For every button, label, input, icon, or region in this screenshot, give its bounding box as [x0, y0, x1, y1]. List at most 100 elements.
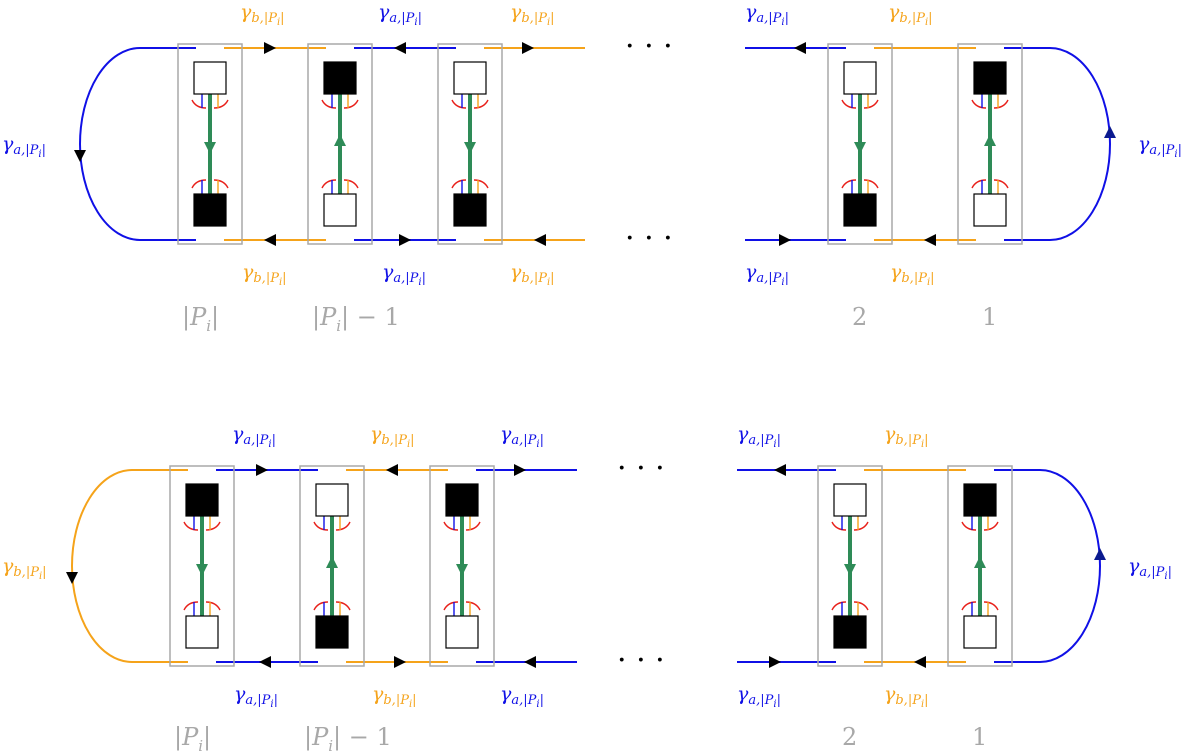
connector-red-right: [343, 179, 359, 189]
square-white: [445, 615, 479, 649]
connector-red-left: [191, 99, 207, 109]
top-row-right-loop: [1004, 47, 1111, 241]
top-row-top-arrow-0: [264, 42, 276, 54]
gadget-box: [177, 43, 243, 245]
bottom-row-top-arrow-1: [386, 464, 398, 476]
connector-red-left: [971, 179, 987, 189]
bottom-row-gamma-label-8: γb,|Pi|: [372, 683, 417, 710]
connector-red-right: [205, 601, 221, 611]
square-black: [963, 483, 997, 517]
square-black: [185, 483, 219, 517]
green-arrowhead: [844, 564, 856, 576]
green-arrowhead: [334, 134, 346, 146]
connector-red-right: [473, 99, 489, 109]
square-black: [453, 193, 487, 227]
bottom-row-index-pi-minus-1: |Pi| − 1: [304, 723, 392, 755]
square-white: [963, 615, 997, 649]
green-arrowhead: [204, 142, 216, 154]
bottom-row-gamma-label-10: γa,|Pi|: [737, 683, 781, 710]
connector-red-right: [853, 521, 869, 531]
bottom-row-bot-arrow-3: [769, 656, 781, 668]
bottom-row-gamma-label-0: γa,|Pi|: [232, 423, 276, 450]
connector-red-left: [451, 179, 467, 189]
top-row-gamma-label-3: γa,|Pi|: [745, 1, 789, 28]
top-row-gamma-label-11: γb,|Pi|: [890, 261, 935, 288]
top-row-gamma-label-8: γa,|Pi|: [382, 261, 426, 288]
top-row-bot-arrow-1: [399, 234, 411, 246]
connector-red-left: [841, 99, 857, 109]
bottom-row-right-loop-arrow: [1094, 548, 1106, 560]
gadget-box: [299, 465, 365, 667]
green-arrowhead: [984, 134, 996, 146]
gadget-box: [429, 465, 495, 667]
top-row-gamma-label-5: γa,|Pi|: [2, 133, 46, 160]
square-white: [453, 61, 487, 95]
square-black: [973, 61, 1007, 95]
top-row-gadget-L2: [437, 43, 503, 245]
square-white: [843, 61, 877, 95]
connector-red-left: [961, 601, 977, 611]
connector-red-left: [313, 521, 329, 531]
square-black: [193, 193, 227, 227]
bottom-row-gamma-label-1: γb,|Pi|: [370, 423, 415, 450]
connector-red-left: [971, 99, 987, 109]
gadget-box: [827, 43, 893, 245]
connector-red-right: [863, 179, 879, 189]
top-row-bot-arrow-3: [779, 234, 791, 246]
connector-red-right: [983, 521, 999, 531]
bottom-row-top-arrow-0: [256, 464, 268, 476]
top-row-gadget-L1: [307, 43, 373, 245]
top-row-top-arrow-3: [794, 42, 806, 54]
top-row-gadget-L0: [177, 43, 243, 245]
green-arrowhead: [974, 556, 986, 568]
connector-red-right: [213, 99, 229, 109]
square-black: [833, 615, 867, 649]
connector-red-left: [313, 601, 329, 611]
top-row-gamma-label-6: γa,|Pi|: [1138, 133, 1182, 160]
bottom-row-bot-arrow-2: [524, 656, 536, 668]
gadget-box: [957, 43, 1023, 245]
bottom-row-top-arrow-2: [514, 464, 526, 476]
top-row-ellipsis-1: · · ·: [625, 221, 673, 256]
top-row-ellipsis-0: · · ·: [625, 29, 673, 64]
green-arrowhead: [854, 142, 866, 154]
bottom-row-right-loop: [994, 469, 1101, 663]
connector-red-left: [443, 601, 459, 611]
top-row-gamma-label-9: γb,|Pi|: [510, 261, 555, 288]
top-row-bot-arrow-4: [924, 234, 936, 246]
top-row-top-arrow-2: [522, 42, 534, 54]
bottom-row-gamma-label-2: γa,|Pi|: [500, 423, 544, 450]
bottom-row-bot-arrow-0: [259, 656, 271, 668]
gadget-box: [437, 43, 503, 245]
square-black: [445, 483, 479, 517]
top-row-gamma-label-10: γa,|Pi|: [745, 261, 789, 288]
square-white: [185, 615, 219, 649]
connector-red-left: [321, 179, 337, 189]
square-white: [323, 193, 357, 227]
top-row-top-arrow-1: [394, 42, 406, 54]
top-row-gamma-label-2: γb,|Pi|: [510, 1, 555, 28]
connector-red-right: [213, 179, 229, 189]
bottom-row-gadget-L2: [429, 465, 495, 667]
connector-red-right: [343, 99, 359, 109]
connector-red-right: [205, 521, 221, 531]
connector-red-right: [853, 601, 869, 611]
bottom-row-index-pi: |Pi|: [174, 723, 211, 755]
bottom-row-ellipsis-1: · · ·: [617, 643, 665, 678]
connector-red-right: [473, 179, 489, 189]
connector-red-right: [335, 601, 351, 611]
top-row-index-pi-minus-1: |Pi| − 1: [312, 303, 400, 335]
connector-red-right: [465, 601, 481, 611]
connector-red-right: [335, 521, 351, 531]
connector-red-right: [993, 179, 1009, 189]
gadget-box: [817, 465, 883, 667]
connector-red-left: [831, 601, 847, 611]
connector-red-right: [983, 601, 999, 611]
connector-red-left: [183, 521, 199, 531]
top-row-left-loop: [79, 47, 196, 241]
bottom-row-gamma-label-11: γb,|Pi|: [884, 683, 929, 710]
gadget-box: [947, 465, 1013, 667]
bottom-row-index-1: 1: [972, 723, 987, 751]
bottom-row-left-loop: [71, 469, 188, 663]
connector-red-left: [831, 521, 847, 531]
